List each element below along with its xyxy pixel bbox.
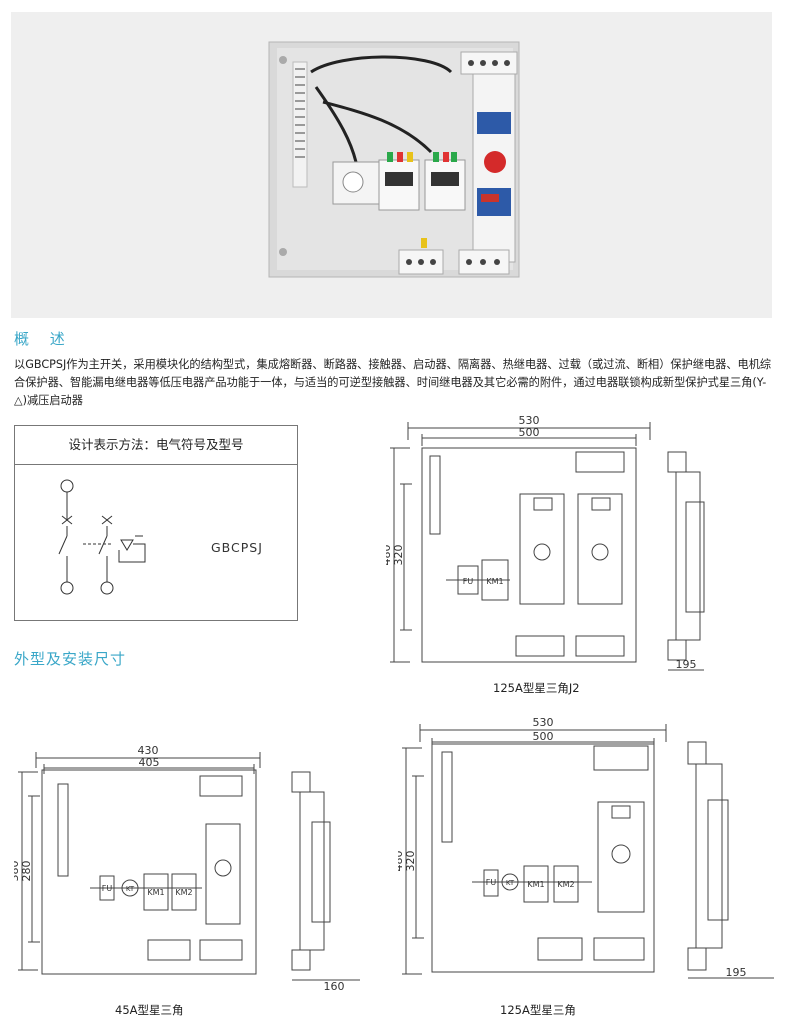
symbol-spec-header: 设计表示方法：电气符号及型号: [15, 426, 297, 465]
125-fu-label: FU: [486, 878, 497, 887]
caption-125a: 125A型星三角: [500, 1003, 576, 1017]
45-km1-label: KM1: [147, 888, 164, 897]
j2-inner-height: 320: [392, 545, 405, 566]
caption-45a: 45A型星三角: [115, 1003, 184, 1017]
symbol-spec-box: 设计表示方法：电气符号及型号 GBCPSJ: [14, 425, 298, 621]
45-outer-height: 380: [14, 861, 21, 882]
electrical-symbol-diagram: [58, 479, 146, 595]
125-kt-label: KT: [506, 879, 515, 887]
125-km1-label: KM1: [527, 880, 544, 889]
drawing-125a: 530 500 480 320 195 FU KT KM1 KM2: [398, 716, 774, 979]
j2-km1-label: KM1: [486, 577, 503, 586]
overview-paragraph: 以GBCPSJ作为主开关，采用模块化的结构型式，集成熔断器、断路器、接触器、启动…: [14, 358, 772, 407]
45-km2-label: KM2: [175, 888, 192, 897]
45-kt-label: KT: [126, 885, 135, 893]
caption-125a-j2: 125A型星三角J2: [493, 681, 580, 695]
45-outer-width: 430: [138, 744, 159, 757]
j2-depth: 195: [676, 658, 697, 671]
45-fu-label: FU: [102, 884, 113, 893]
125-outer-height: 480: [398, 851, 405, 872]
45-inner-width: 405: [139, 756, 160, 769]
125-depth: 195: [726, 966, 747, 979]
product-photo: [11, 12, 772, 318]
j2-fu-label: FU: [463, 577, 474, 586]
dimensions-title: 外型及安装尺寸: [14, 650, 127, 668]
125-km2-label: KM2: [557, 880, 574, 889]
125-inner-width: 500: [533, 730, 554, 743]
45-depth: 160: [324, 980, 345, 993]
j2-inner-width: 500: [519, 426, 540, 439]
j2-outer-width: 530: [519, 414, 540, 427]
overview-title: 概 述: [14, 330, 73, 348]
j2-outer-height: 480: [386, 545, 393, 566]
model-label: GBCPSJ: [211, 540, 263, 555]
45-inner-height: 280: [20, 861, 33, 882]
125-outer-width: 530: [533, 716, 554, 729]
drawing-125a-j2: 530 500 480 320 195 FU KM1: [386, 414, 705, 671]
125-inner-height: 320: [404, 851, 417, 872]
drawing-45a: 430 405 380 280 160 FU KT KM1 KM2: [14, 744, 360, 993]
